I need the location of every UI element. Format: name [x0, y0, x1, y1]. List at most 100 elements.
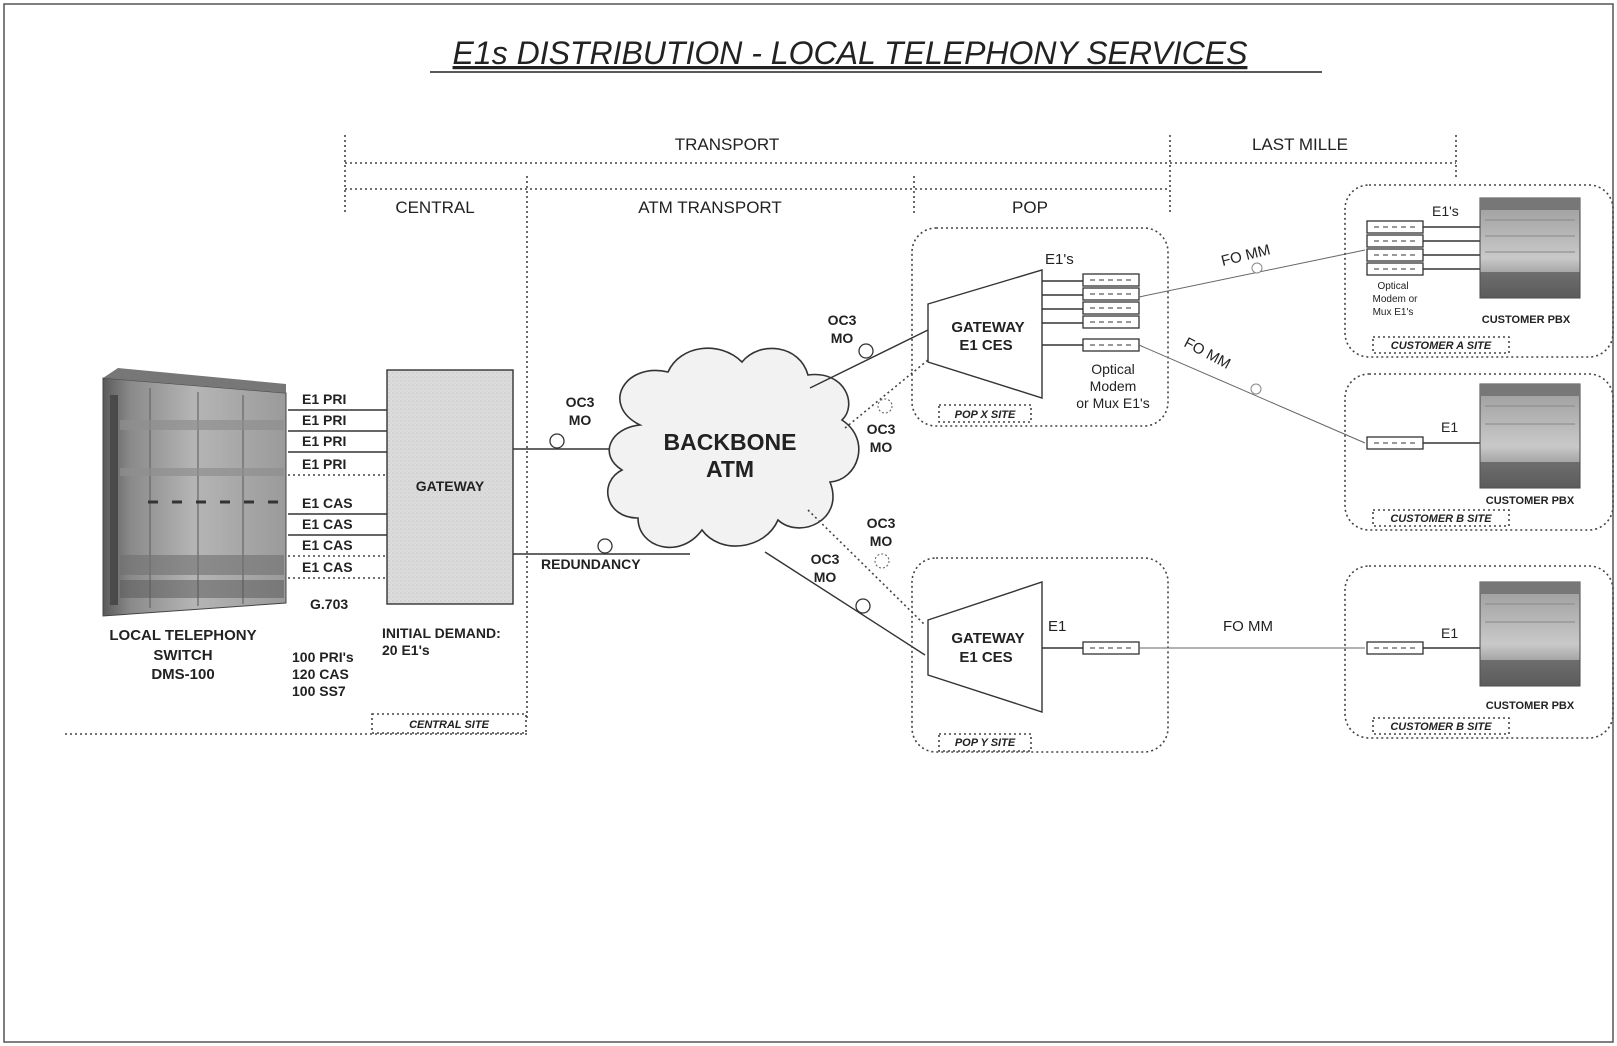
oc3-connector-icon	[855, 598, 871, 614]
customer-b2-site-box	[1344, 565, 1614, 739]
customer-b2-pbx-label: CUSTOMER PBX	[1486, 700, 1575, 712]
page-title: E1s DISTRIBUTION - LOCAL TELEPHONY SERVI…	[453, 35, 1248, 71]
customer-b-modem-icon	[1366, 436, 1424, 450]
switch-port-label: E1 PRI	[302, 456, 346, 472]
customer-a-e1-lines	[1423, 226, 1480, 270]
customer-a-modem-stack-icon	[1366, 220, 1424, 276]
oc3-backup-connector-icon	[874, 553, 890, 569]
customer-b-site-tag	[1372, 509, 1510, 527]
customer-a-site-tag	[1372, 336, 1510, 354]
switch-name-line2: SWITCH	[153, 647, 212, 664]
fiber-link-a	[1138, 249, 1366, 298]
mo-label: MO	[831, 330, 854, 346]
pop-y-site-label: POP Y SITE	[955, 737, 1016, 749]
switch-port-lines	[288, 409, 387, 579]
oc3-label: OC3	[867, 515, 896, 531]
fiber-connector-icon	[1251, 262, 1263, 274]
mo-label: MO	[814, 569, 837, 585]
page-frame	[3, 3, 1614, 1043]
pop-y-optical-modem-icon	[1082, 641, 1140, 655]
pop-y-site-tag	[938, 733, 1032, 752]
switch-name-line1: LOCAL TELEPHONY	[109, 627, 256, 644]
pop-x-modem-label: Modem	[1090, 378, 1137, 394]
initial-demand-label: INITIAL DEMAND:	[382, 625, 501, 641]
pop-y-gateway-sub: E1 CES	[959, 649, 1012, 666]
switch-port-label: E1 PRI	[302, 433, 346, 449]
central-site-label: CENTRAL SITE	[409, 719, 490, 731]
pop-x-optical-modem-icon	[1082, 338, 1140, 352]
switch-port-label: E1 CAS	[302, 495, 353, 511]
switch-port-label: E1 CAS	[302, 516, 353, 532]
central-site-tag	[371, 713, 527, 734]
fiber-connector-icon	[1250, 383, 1262, 395]
switch-cabinet-icon	[102, 368, 287, 617]
customer-a-modem-label: Modem or	[1372, 294, 1418, 305]
oc3-backup-connector-icon	[877, 398, 893, 414]
pop-x-gateway-label: GATEWAY	[951, 319, 1024, 336]
mo-label: MO	[870, 533, 893, 549]
switch-name-line3: DMS-100	[151, 666, 214, 683]
customer-a-modem-label: Optical	[1377, 281, 1408, 292]
backbone-label-line2: ATM	[706, 456, 754, 482]
backbone-cloud-icon	[606, 347, 860, 549]
pop-x-modem-label: Optical	[1091, 361, 1135, 377]
initial-demand-value: 20 E1's	[382, 642, 430, 658]
mo-label: MO	[569, 412, 592, 428]
switch-port-label: E1 PRI	[302, 391, 346, 407]
oc3-label: OC3	[867, 421, 896, 437]
customer-b2-site-label: CUSTOMER B SITE	[1390, 721, 1492, 733]
redundancy-label: REDUNDANCY	[541, 556, 641, 572]
pop-x-modem-label: or Mux E1's	[1076, 395, 1149, 411]
customer-a-site-box	[1344, 184, 1614, 358]
customer-a-modem-label: Mux E1's	[1373, 307, 1414, 318]
oc3-label: OC3	[811, 551, 840, 567]
customer-b2-site-tag	[1372, 717, 1510, 735]
pop-y-gateway-label: GATEWAY	[951, 630, 1024, 647]
oc3-connector-icon	[549, 433, 565, 449]
oc3-connector-icon	[858, 343, 874, 359]
pop-x-site-box	[911, 227, 1169, 427]
customer-a-pbx-label: CUSTOMER PBX	[1482, 314, 1571, 326]
section-central-label: CENTRAL	[395, 198, 474, 217]
customer-b-pbx-icon	[1479, 383, 1581, 489]
switch-port-label: E1 CAS	[302, 537, 353, 553]
switch-interface-label: G.703	[310, 596, 348, 612]
fo-mm-label: FO MM	[1223, 618, 1273, 635]
switch-capacity-line: 100 SS7	[292, 683, 346, 699]
section-last-mile-label: LAST MILLE	[1252, 135, 1348, 154]
pop-x-site-tag	[938, 404, 1032, 423]
switch-capacity-line: 120 CAS	[292, 666, 349, 682]
customer-a-site-label: CUSTOMER A SITE	[1391, 340, 1492, 352]
customer-a-e1s-label: E1's	[1432, 203, 1459, 219]
pop-x-e1s-label: E1's	[1045, 251, 1074, 268]
pop-y-gateway-shape	[927, 581, 1043, 713]
backbone-label-line1: BACKBONE	[664, 429, 797, 455]
fiber-link-b	[1138, 344, 1366, 444]
pop-x-gateway-sub: E1 CES	[959, 337, 1012, 354]
section-pop-label: POP	[1012, 198, 1048, 217]
pop-x-modem-stack-icon	[1082, 273, 1140, 329]
switch-port-label: E1 PRI	[302, 412, 346, 428]
central-gateway-box	[386, 369, 514, 605]
customer-b2-modem-icon	[1366, 641, 1424, 655]
customer-b2-e1-label: E1	[1441, 625, 1458, 641]
customer-b2-pbx-icon	[1479, 581, 1581, 687]
section-atm-transport-label: ATM TRANSPORT	[638, 198, 782, 217]
section-transport-label: TRANSPORT	[675, 135, 780, 154]
customer-b-e1-label: E1	[1441, 419, 1458, 435]
central-gateway-label: GATEWAY	[416, 478, 485, 494]
pop-y-e1-label: E1	[1048, 618, 1066, 635]
customer-a-pbx-icon	[1479, 197, 1581, 299]
fo-mm-label: FO MM	[1219, 241, 1272, 270]
switch-port-label: E1 CAS	[302, 559, 353, 575]
switch-capacity-line: 100 PRI's	[292, 649, 354, 665]
pop-x-gateway-shape	[927, 269, 1043, 399]
pop-x-e1-lines	[1042, 280, 1083, 324]
customer-b-site-box	[1344, 373, 1614, 531]
customer-b-pbx-label: CUSTOMER PBX	[1486, 495, 1575, 507]
customer-b-site-label: CUSTOMER B SITE	[1390, 513, 1492, 525]
oc3-connector-icon	[597, 538, 613, 554]
oc3-label: OC3	[828, 312, 857, 328]
section-brackets	[65, 135, 1457, 735]
